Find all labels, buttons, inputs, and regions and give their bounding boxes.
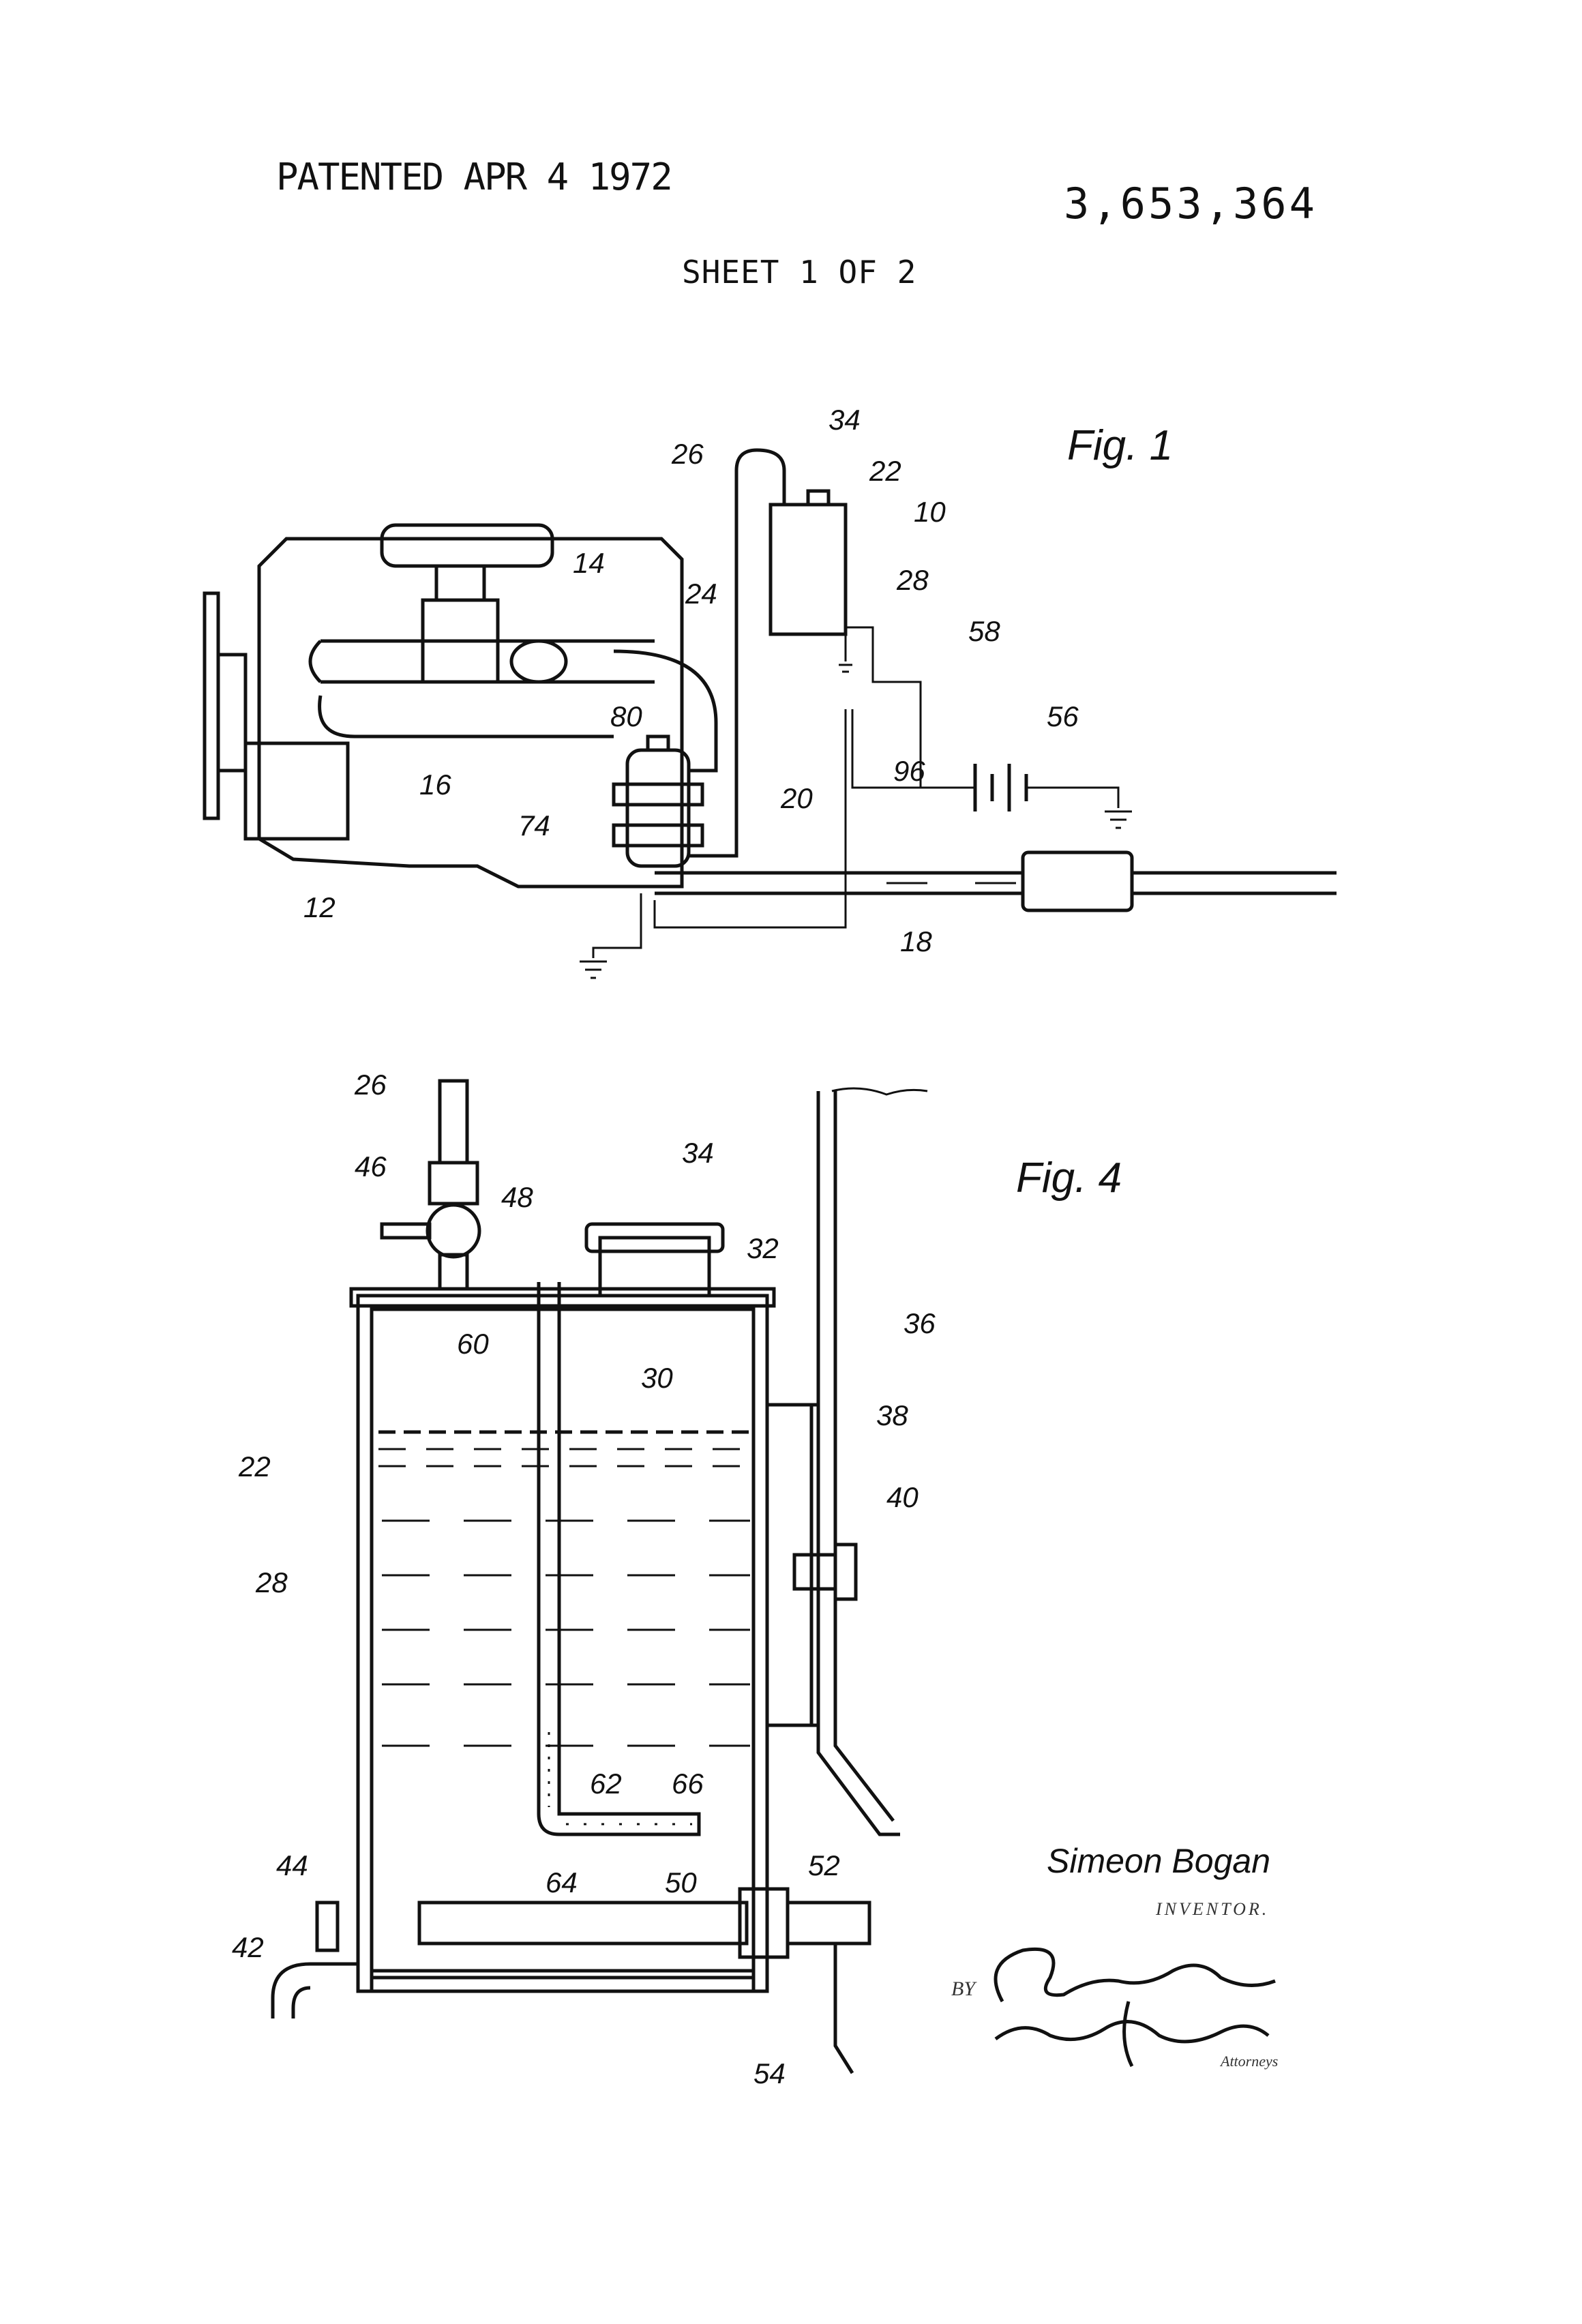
carburetor-neck — [436, 566, 484, 600]
battery-ground-wire — [1026, 788, 1118, 808]
fig4-ref-62: 62 — [590, 1768, 622, 1800]
tank-22 — [771, 505, 846, 634]
fig4-ref-34: 34 — [682, 1137, 714, 1169]
mount-wall-36 — [818, 1091, 900, 1834]
filler-neck-32 — [600, 1238, 709, 1296]
fig1-ref-24: 24 — [685, 578, 717, 610]
fig1-ref-96: 96 — [893, 755, 925, 787]
fig1-ref-58: 58 — [968, 615, 1000, 647]
fig1-ref-22: 22 — [869, 455, 901, 487]
tube-60 — [539, 1282, 699, 1834]
fig1-ref-74: 74 — [518, 809, 550, 841]
air-cleaner — [382, 525, 552, 566]
fig1-ref-12: 12 — [303, 891, 335, 923]
fan-blade-upper — [205, 593, 218, 818]
fig1-drawing: 26 34 22 10 14 24 28 58 80 56 16 96 20 7… — [205, 404, 1337, 978]
fig4-ref-38: 38 — [876, 1399, 908, 1431]
tank-bottom — [372, 1971, 753, 1991]
fig1-ref-80: 80 — [610, 700, 642, 732]
fig1-ref-14: 14 — [573, 547, 605, 579]
fig1-ref-10: 10 — [914, 496, 946, 528]
fig1-ref-18: 18 — [900, 925, 932, 957]
fig4-ref-54: 54 — [753, 2057, 786, 2089]
fitting-46 — [430, 1163, 477, 1204]
inlet-line-26 — [440, 1081, 467, 1163]
muffler — [1023, 852, 1132, 910]
by-label: BY — [951, 1978, 975, 2001]
ground-symbol-unit — [580, 962, 607, 978]
bolt-40 — [794, 1555, 835, 1589]
fig4-ref-50: 50 — [665, 1866, 697, 1898]
attorneys-label: Attorneys — [1221, 2053, 1278, 2070]
fig1-ref-28: 28 — [896, 564, 929, 596]
manifold-elbow — [511, 641, 566, 682]
wall-break-top — [832, 1088, 927, 1094]
fig4-ref-30: 30 — [641, 1362, 673, 1394]
fig4-ref-42: 42 — [232, 1931, 264, 1963]
fan-hub — [218, 655, 245, 771]
fitting-80 — [648, 736, 668, 750]
fig4-ref-32: 32 — [747, 1232, 779, 1264]
inventor-label: INVENTOR. — [1156, 1899, 1269, 1920]
fig1-ref-26: 26 — [671, 438, 704, 470]
fig4-ref-44: 44 — [276, 1849, 308, 1881]
battery-56 — [975, 764, 1026, 811]
cap-34 — [808, 491, 829, 505]
fig4-ref-40: 40 — [886, 1481, 919, 1513]
fig4-ref-66: 66 — [672, 1768, 704, 1800]
liquid-body-lines — [382, 1521, 750, 1746]
valve-handle — [382, 1224, 430, 1238]
fig1-ref-20: 20 — [780, 782, 813, 814]
valve-44 — [317, 1903, 338, 1950]
drain-42 — [273, 1964, 358, 2018]
fig4-ref-60: 60 — [457, 1328, 489, 1360]
exhaust-manifold — [320, 696, 614, 736]
heater-terminal — [788, 1903, 869, 1943]
intake-manifold — [310, 641, 655, 682]
liquid-level-lines — [378, 1449, 750, 1466]
attorney-signature — [996, 1949, 1275, 2066]
ground-symbol-battery — [1105, 811, 1132, 828]
fig4-ref-22: 22 — [238, 1450, 271, 1483]
tailpipe — [1132, 873, 1337, 893]
inventor-name: Simeon Bogan — [1047, 1841, 1270, 1881]
ground-symbol-tank — [839, 665, 852, 672]
fig1-ref-34: 34 — [829, 404, 861, 436]
fig1-ref-16: 16 — [419, 769, 451, 801]
fig4-ref-26: 26 — [354, 1069, 387, 1101]
fig4-ref-48: 48 — [501, 1181, 533, 1213]
exhaust-pipe-18 — [655, 873, 1023, 893]
fig4-ref-28: 28 — [255, 1566, 288, 1598]
fig4-drawing: 26 46 48 34 32 36 60 30 38 22 40 28 62 6… — [232, 1069, 936, 2089]
fig4-ref-52: 52 — [808, 1849, 840, 1881]
heater-50 — [419, 1903, 747, 1943]
fig4-ref-64: 64 — [546, 1866, 578, 1898]
ground-wire-unit — [593, 893, 641, 958]
fig1-ref-56: 56 — [1047, 700, 1079, 732]
valve-48 — [428, 1205, 479, 1257]
inlet-stem — [440, 1255, 467, 1289]
unit-20 — [627, 750, 689, 866]
nut-40 — [835, 1545, 856, 1599]
fig4-ref-36: 36 — [904, 1307, 936, 1339]
fig4-ref-46: 46 — [355, 1150, 387, 1182]
wire-54 — [835, 1943, 852, 2073]
